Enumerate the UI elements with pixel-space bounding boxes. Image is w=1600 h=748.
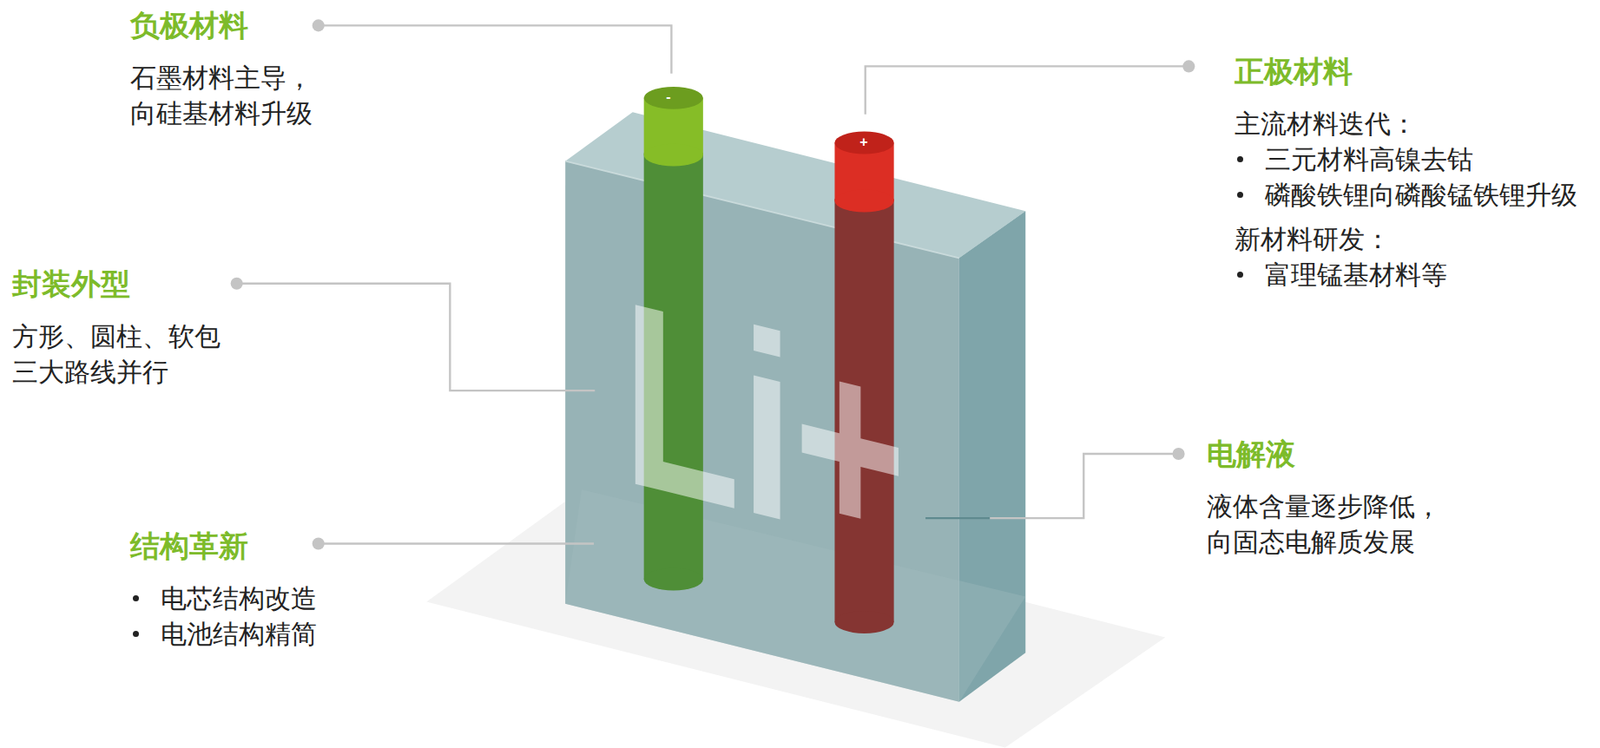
callout-heading-row: 电解液 bbox=[1206, 434, 1449, 474]
callout-block: 电解液液体含量逐步降低， 向固态电解质发展 bbox=[1206, 434, 1449, 560]
callout-text: 液体含量逐步降低， 向固态电解质发展 bbox=[1206, 488, 1449, 560]
callout-heading-row: 结构革新 bbox=[130, 526, 317, 566]
callout-body-row: 新材料研发： bbox=[1234, 221, 1578, 257]
callout-body-row: 磷酸铁锂向磷酸锰铁锂升级 bbox=[1234, 177, 1578, 213]
callout-body-row: 方形、圆柱、软包 三大路线并行 bbox=[12, 318, 229, 390]
callout-heading: 电解液 bbox=[1206, 437, 1296, 471]
callout-body-row: 石墨材料主导， 向硅基材料升级 bbox=[130, 59, 321, 132]
bullet-dot bbox=[132, 595, 139, 602]
callout-text: 新材料研发： bbox=[1234, 224, 1391, 254]
callout-heading: 负极材料 bbox=[130, 8, 249, 42]
bullet-dot bbox=[1237, 271, 1244, 278]
box-top bbox=[565, 111, 1026, 258]
callout-body-row: 富理锰基材料等 bbox=[1234, 256, 1578, 293]
li-watermark: Li+ bbox=[622, 260, 907, 591]
callout-heading-row: 正极材料 bbox=[1234, 52, 1578, 91]
callout-text: 电芯结构改造 bbox=[160, 584, 317, 613]
callout-block: 负极材料石墨材料主导， 向硅基材料升级 bbox=[130, 6, 321, 132]
callout-body-row: 液体含量逐步降低， 向固态电解质发展 bbox=[1206, 488, 1449, 560]
callout-text: 方形、圆柱、软包 三大路线并行 bbox=[12, 318, 229, 390]
callout-block: 结构革新电芯结构改造电池结构精简 bbox=[130, 526, 317, 652]
callout-text: 富理锰基材料等 bbox=[1264, 260, 1448, 290]
callout-text: 三元材料高镍去钴 bbox=[1264, 144, 1474, 174]
terminal-sign: - bbox=[665, 87, 671, 107]
callout-heading-row: 负极材料 bbox=[130, 6, 321, 45]
callout-text: 电池结构精简 bbox=[160, 619, 317, 649]
callout-heading: 正极材料 bbox=[1234, 54, 1353, 88]
callout-heading-row: 封装外型 bbox=[12, 264, 229, 303]
callout-body-row: 电池结构精简 bbox=[130, 616, 317, 652]
callout-heading: 结构革新 bbox=[130, 529, 249, 563]
callout-block: 封装外型方形、圆柱、软包 三大路线并行 bbox=[12, 264, 229, 390]
callout-body-row: 主流材料迭代： bbox=[1234, 105, 1578, 142]
box-edge bbox=[565, 161, 960, 259]
callout-heading: 封装外型 bbox=[12, 267, 131, 301]
bullet-dot bbox=[132, 631, 139, 638]
bullet-dot bbox=[1237, 156, 1244, 163]
callout-text: 主流材料迭代： bbox=[1234, 109, 1417, 139]
bullet-dot bbox=[1237, 191, 1244, 198]
callout-body-row: 电芯结构改造 bbox=[130, 580, 317, 617]
callout-text: 磷酸铁锂向磷酸锰铁锂升级 bbox=[1264, 180, 1578, 210]
callout-body-row: 三元材料高镍去钴 bbox=[1234, 141, 1578, 178]
callout-block: 正极材料主流材料迭代： 三元材料高镍去钴磷酸铁锂向磷酸锰铁锂升级新材料研发： 富理锰… bbox=[1234, 52, 1578, 293]
terminal-sign: + bbox=[859, 132, 868, 152]
callout-text: 石墨材料主导， 向硅基材料升级 bbox=[130, 59, 321, 132]
